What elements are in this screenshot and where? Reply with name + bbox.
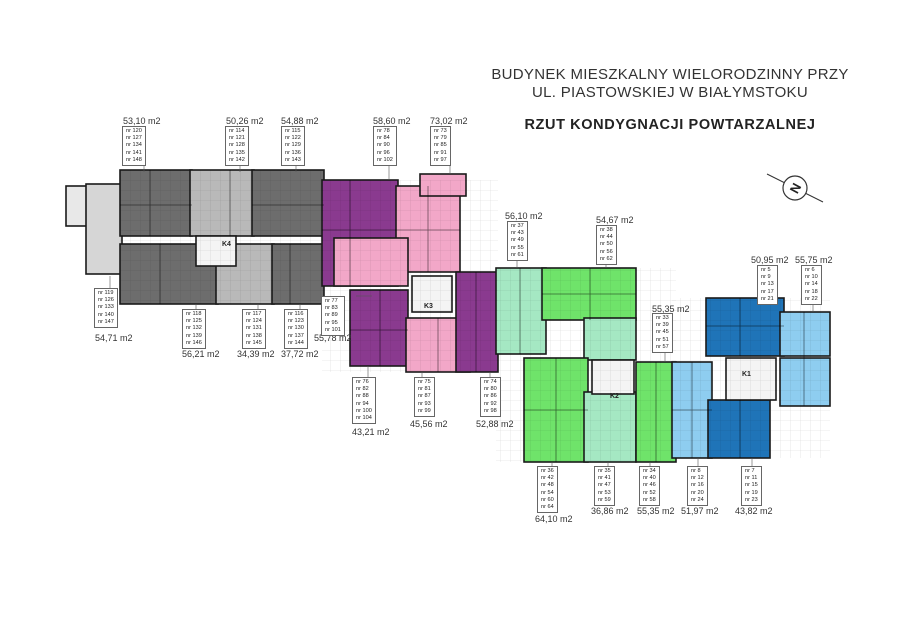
area-label: 50,26 m2 <box>226 116 264 126</box>
area-label: 55,78 m2 <box>314 333 352 343</box>
title-line-1: BUDYNEK MIESZKALNY WIELORODZINNY PRZY <box>491 66 849 83</box>
area-label: 43,21 m2 <box>352 427 390 437</box>
drawing-title: RZUT KONDYGNACJI POWTARZALNEJ <box>524 117 816 133</box>
area-label: 51,97 m2 <box>681 506 719 516</box>
area-label: 50,95 m2 <box>751 255 789 265</box>
area-label: 36,86 m2 <box>591 506 629 516</box>
area-label: 52,88 m2 <box>476 419 514 429</box>
staircase-label-k3: K3 <box>424 303 433 310</box>
staircase-label-k4: K4 <box>222 241 231 248</box>
area-label: 58,60 m2 <box>373 116 411 126</box>
area-label: 43,82 m2 <box>735 506 773 516</box>
area-label: 54,71 m2 <box>95 333 133 343</box>
staircase-label-k2: K2 <box>610 393 619 400</box>
area-label: 34,39 m2 <box>237 349 275 359</box>
area-label: 64,10 m2 <box>535 514 573 524</box>
area-label: 73,02 m2 <box>430 116 468 126</box>
area-label: 55,75 m2 <box>795 255 833 265</box>
staircase-label-k1: K1 <box>742 371 751 378</box>
area-label: 54,88 m2 <box>281 116 319 126</box>
area-label: 54,67 m2 <box>596 215 634 225</box>
area-label: 55,35 m2 <box>652 304 690 314</box>
area-label: 53,10 m2 <box>123 116 161 126</box>
north-arrow-icon: N <box>766 173 824 203</box>
area-label: 37,72 m2 <box>281 349 319 359</box>
area-label: 55,35 m2 <box>637 506 675 516</box>
title-line-2: UL. PIASTOWSKIEJ W BIAŁYMSTOKU <box>531 84 808 101</box>
apartment-block-grey-light-west <box>85 183 123 275</box>
area-label: 56,10 m2 <box>505 211 543 221</box>
apartment-block-grey-white <box>65 185 89 227</box>
area-label: 56,21 m2 <box>182 349 220 359</box>
area-label: 45,56 m2 <box>410 419 448 429</box>
